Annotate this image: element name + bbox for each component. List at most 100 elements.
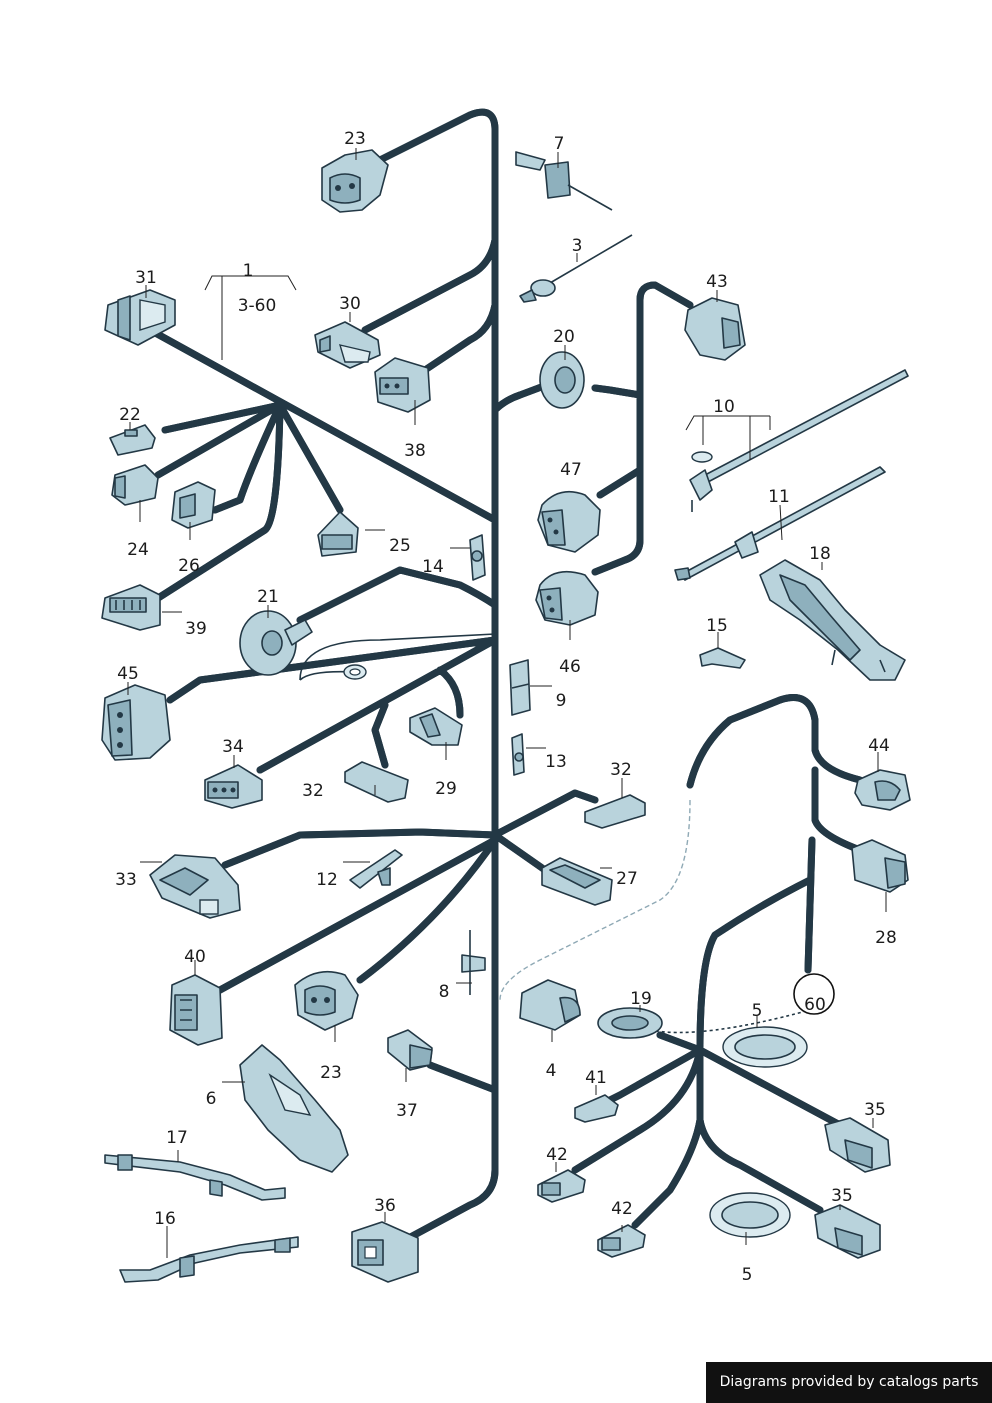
connector-42-lower [597,1224,646,1258]
callout-27: 27 [616,869,638,889]
callout-17: 17 [166,1128,188,1148]
connector-47 [537,490,601,553]
callout-46: 46 [559,657,581,677]
callout-15: 15 [706,616,728,636]
callout-9: 9 [556,691,567,711]
bracket-17 [104,1154,286,1201]
callout-18: 18 [809,544,831,564]
callout-47: 47 [560,460,582,480]
callout-26: 26 [178,556,200,576]
gasket-5-lower [709,1192,791,1238]
connector-26 [171,481,216,529]
connector-24 [111,464,159,506]
connector-45 [101,684,171,761]
connector-28 [851,839,909,893]
callout-44: 44 [868,736,890,756]
callout-5-upper: 5 [752,1001,763,1021]
connector-39 [101,584,161,631]
clip-8 [461,930,486,995]
connector-25 [317,511,359,557]
connector-22 [109,424,156,456]
callout-30: 30 [339,294,361,314]
tie-7 [515,151,613,211]
connector-32-left [344,761,409,803]
connector-23-top [321,149,389,213]
callout-3: 3 [572,236,583,256]
callout-10: 10 [713,397,735,417]
callout-41: 41 [585,1068,607,1088]
connector-43 [684,297,746,361]
connector-4 [519,979,581,1031]
cover-6 [239,1044,349,1173]
connector-29 [409,707,463,746]
reference-circle-60 [793,973,835,1015]
duct-18 [759,559,906,681]
connector-36 [351,1221,419,1283]
gasket-5-upper [722,1026,808,1068]
callout-28: 28 [875,928,897,948]
footer-credit: Diagrams provided by catalogs parts [706,1362,992,1403]
callout-24: 24 [127,540,149,560]
grommet-19 [597,1007,663,1039]
connector-35-lower [814,1204,881,1259]
callout-45: 45 [117,664,139,684]
clip-9 [509,659,531,716]
callout-38: 38 [404,441,426,461]
harness-cables [146,112,864,1240]
callout-7: 7 [554,134,565,154]
clip-12 [349,849,403,889]
connector-37 [387,1029,433,1071]
callout-13: 13 [545,752,567,772]
callout-16: 16 [154,1209,176,1229]
connector-32-right [584,794,646,829]
callout-33: 33 [115,870,137,890]
leader-lines [127,148,887,1258]
connector-35-upper [824,1117,891,1173]
connector-42-upper [537,1169,586,1203]
callout-42-lower: 42 [611,1199,633,1219]
callout-5-lower: 5 [742,1265,753,1285]
cable-tie-11 [674,466,886,581]
callout-3-60: 3-60 [238,296,277,316]
holder-15 [699,647,746,669]
callout-22: 22 [119,405,141,425]
callout-20: 20 [553,327,575,347]
callout-1: 1 [243,261,254,281]
callout-14: 14 [422,557,444,577]
grommet-20 [539,351,585,409]
bracket-16 [119,1236,299,1283]
callout-19: 19 [630,989,652,1009]
callout-6: 6 [206,1089,217,1109]
callout-29: 29 [435,779,457,799]
callout-35-upper: 35 [864,1100,886,1120]
connector-27 [541,857,613,906]
callout-23-lower: 23 [320,1063,342,1083]
callout-23-top: 23 [344,129,366,149]
connector-44 [854,769,911,811]
ground-strap-3 [519,234,633,303]
clip-14 [469,534,486,581]
callout-21: 21 [257,587,279,607]
clip-13 [511,733,525,776]
callout-43: 43 [706,272,728,292]
callout-35-lower: 35 [831,1186,853,1206]
callout-60: 60 [804,995,826,1015]
callout-4: 4 [546,1061,557,1081]
callout-11: 11 [768,487,790,507]
connector-23-lower [294,970,359,1031]
ground-eyelet [343,664,367,680]
callout-40: 40 [184,947,206,967]
grommet-21 [239,610,313,676]
connector-33 [149,854,241,919]
cable-tie-10 [689,369,909,512]
connector-34 [204,764,263,809]
connector-40 [169,974,223,1046]
callout-32-right: 32 [610,760,632,780]
connector-38 [374,357,431,413]
callout-32-left: 32 [302,781,324,801]
callout-36: 36 [374,1196,396,1216]
callout-labels: 1 3-60 3 4 5 5 6 7 8 9 10 11 12 13 14 15… [115,129,897,1285]
callout-37: 37 [396,1101,418,1121]
connector-31 [104,289,176,346]
